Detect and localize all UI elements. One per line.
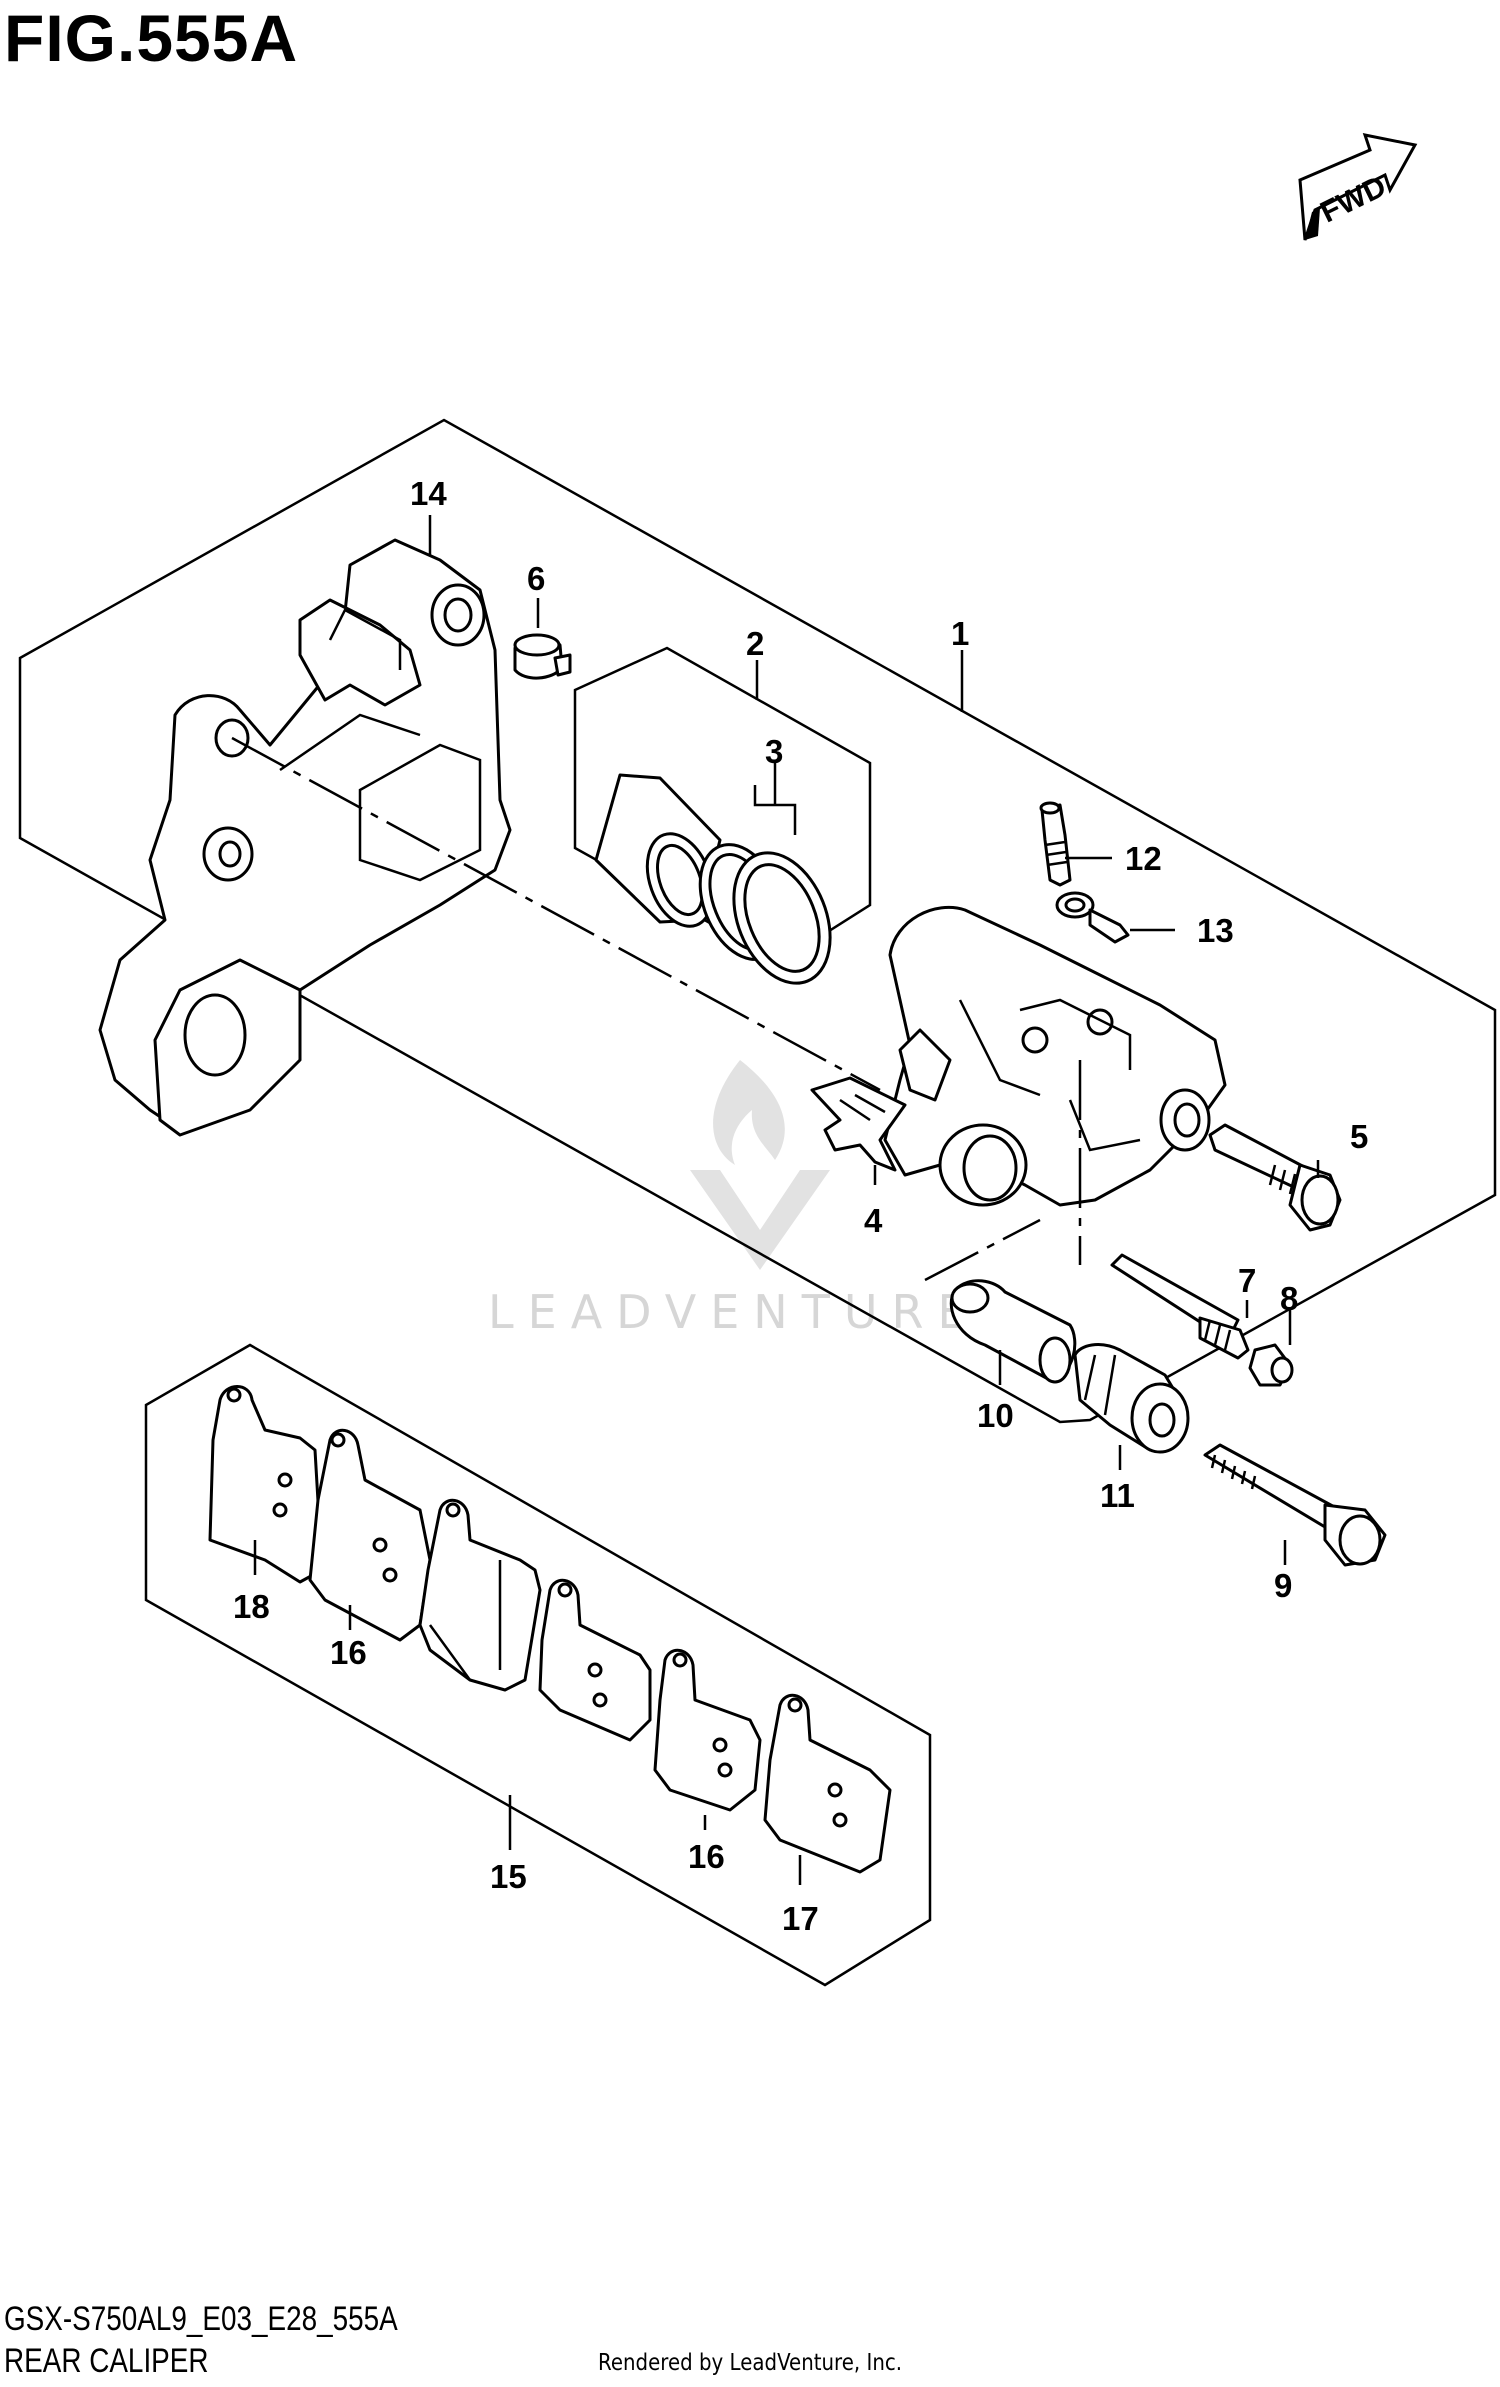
- bolt-9: [1203, 1443, 1387, 1567]
- watermark-logo: [690, 1060, 830, 1270]
- pad-set-frame: [144, 1343, 932, 1987]
- brake-pad: [308, 1429, 432, 1642]
- shim: [208, 1385, 324, 1584]
- callout-1: 1: [951, 615, 969, 652]
- brake-pad: [538, 1579, 652, 1742]
- callout-16b: 16: [688, 1838, 725, 1875]
- callout-17: 17: [782, 1900, 819, 1937]
- callout-6: 6: [527, 560, 545, 597]
- boot-11: [1073, 1343, 1190, 1454]
- callout-2: 2: [746, 625, 764, 662]
- figure-name: REAR CALIPER: [4, 2342, 209, 2380]
- callout-18: 18: [233, 1588, 270, 1625]
- callout-7: 7: [1238, 1262, 1256, 1299]
- leader-lines: [253, 515, 1320, 1885]
- callout-5: 5: [1350, 1118, 1368, 1155]
- watermark-text: LEADVENTURE: [488, 1285, 981, 1339]
- callout-14: 14: [410, 475, 447, 512]
- alignment-lines: [231, 736, 1082, 1282]
- callout-11: 11: [1100, 1477, 1135, 1514]
- figure-code: GSX-S750AL9_E03_E28_555A: [4, 2300, 398, 2338]
- callout-4: 4: [864, 1202, 883, 1239]
- slide-pin: [949, 1279, 1077, 1384]
- callout-9: 9: [1274, 1567, 1292, 1604]
- boot-6: [513, 633, 572, 680]
- caliper-body: [883, 905, 1227, 1207]
- bolt-5: [1208, 1123, 1342, 1232]
- brake-pad: [418, 1499, 542, 1692]
- callout-15: 15: [490, 1858, 527, 1895]
- pad-spring: [810, 1076, 907, 1172]
- shim: [763, 1694, 892, 1874]
- render-credit: Rendered by LeadVenture, Inc.: [598, 2350, 903, 2376]
- bleeder-valve: [1039, 801, 1072, 887]
- fwd-arrow-icon: FWD: [1298, 133, 1418, 241]
- callout-13: 13: [1197, 912, 1234, 949]
- figure-title: FIG.555A: [4, 1, 299, 75]
- callout-16: 16: [330, 1634, 367, 1671]
- caliper-bracket: [98, 538, 512, 1137]
- bleeder-cap: [1055, 891, 1130, 944]
- callout-12: 12: [1125, 840, 1162, 877]
- brake-pad: [653, 1649, 762, 1812]
- callout-10: 10: [977, 1397, 1014, 1434]
- plug: [1248, 1343, 1294, 1387]
- piston-seal: [732, 851, 832, 985]
- piston-set-frame: [573, 646, 872, 964]
- callout-8: 8: [1280, 1280, 1298, 1317]
- pad-pin: [1110, 1253, 1250, 1360]
- callout-3: 3: [765, 733, 783, 770]
